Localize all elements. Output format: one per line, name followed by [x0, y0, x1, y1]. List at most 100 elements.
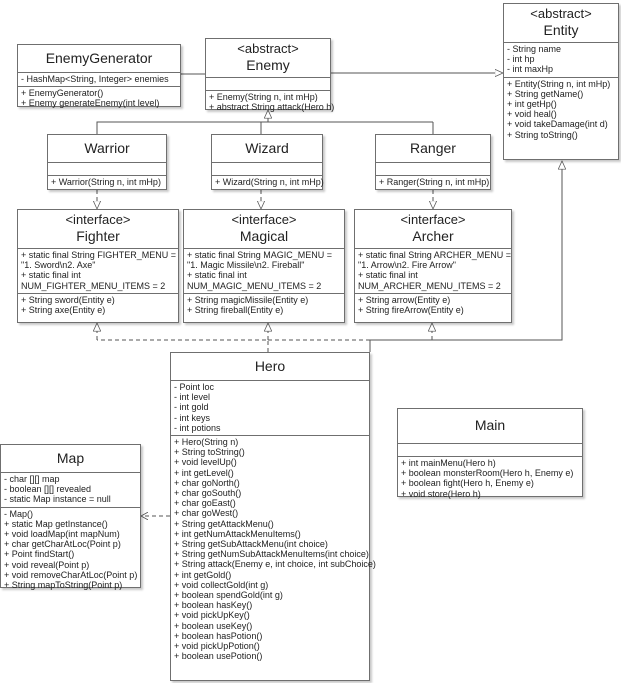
class-entity-operation-row: + Entity(String n, int mHp) — [507, 78, 611, 89]
class-archer-operation-row: + String arrow(Entity e) — [358, 294, 451, 305]
class-hero[interactable]: Hero - Point loc- int level- int gold- i… — [170, 352, 376, 681]
class-hero-operation-row: + int getLevel() — [174, 467, 234, 478]
class-enemy-operations: + Enemy(String n, int mHp)+ abstract Str… — [206, 91, 335, 114]
class-main-operations: + int mainMenu(Hero h)+ boolean monsterR… — [398, 457, 582, 501]
class-warrior-operations: + Warrior(String n, int mHp) — [48, 176, 166, 189]
class-hero-operation-row: + boolean hasPotion() — [174, 630, 263, 641]
class-map-attributes: - char [][] map- boolean [][] revealed- … — [1, 473, 140, 508]
class-map-operation-row: + Point findStart() — [4, 549, 75, 560]
class-magical-operation-row: + String magicMissile(Entity e) — [187, 294, 309, 305]
class-entity-operations: + Entity(String n, int mHp)+ String getN… — [504, 78, 618, 142]
class-main-operation-row: + boolean monsterRoom(Hero h, Enemy e) — [401, 468, 574, 479]
class-magical-attributes: + static final String MAGIC_MENU ="1. Ma… — [184, 249, 344, 294]
class-archer-operation-row: + String fireArrow(Entity e) — [358, 305, 464, 316]
class-enemy-stereotype: <abstract> — [237, 41, 299, 56]
class-ranger[interactable]: Ranger + Ranger(String n, int mHp) — [375, 134, 491, 190]
class-wizard-operations: + Wizard(String n, int mHp) — [212, 176, 324, 189]
class-enemygenerator-name: EnemyGenerator — [45, 50, 153, 66]
class-enemy-operation-row: + Enemy(String n, int mHp) — [209, 92, 318, 102]
class-enemygenerator-attributes: - HashMap<String, Integer> enemies — [18, 73, 180, 88]
class-map[interactable]: Map - char [][] map- boolean [][] reveal… — [0, 444, 141, 591]
class-hero-operation-row: + void levelUp() — [174, 457, 237, 468]
class-hero-operation-row: + void collectGold(int g) — [174, 579, 269, 590]
class-fighter-operation-row: + String sword(Entity e) — [21, 294, 115, 305]
class-enemygenerator[interactable]: EnemyGenerator - HashMap<String, Integer… — [17, 44, 181, 110]
class-hero-operation-row: + boolean hasKey() — [174, 600, 253, 611]
class-entity-header: <abstract> Entity — [504, 4, 618, 43]
class-entity-operation-row: + void heal() — [507, 109, 557, 120]
class-wizard[interactable]: Wizard + Wizard(String n, int mHp) — [211, 134, 324, 190]
class-hero-attribute-row: - int gold — [174, 402, 209, 413]
class-hero-operation-row: + int getNumAttackMenuItems() — [174, 528, 301, 539]
class-warrior-name: Warrior — [84, 140, 130, 156]
class-enemygenerator-operations: + EnemyGenerator()+ Enemy generateEnemy(… — [18, 87, 180, 110]
class-hero-operation-row: + char goSouth() — [174, 488, 242, 499]
class-hero-operation-row: + boolean spendGold(int g) — [174, 590, 283, 601]
class-archer-operations: + String arrow(Entity e)+ String fireArr… — [355, 294, 511, 317]
class-ranger-attributes — [376, 163, 490, 176]
class-main-operation-row: + int mainMenu(Hero h) — [401, 458, 496, 468]
class-enemygenerator-header: EnemyGenerator — [18, 45, 180, 73]
class-archer[interactable]: <interface> Archer + static final String… — [354, 209, 512, 323]
class-map-attribute-row: - boolean [][] revealed — [4, 484, 92, 495]
class-fighter-operations: + String sword(Entity e)+ String axe(Ent… — [18, 294, 178, 317]
class-main-operation-row: + boolean fight(Hero h, Enemy e) — [401, 478, 534, 489]
class-magical-attribute-row: NUM_MAGIC_MENU_ITEMS = 2 — [187, 280, 322, 291]
subclasses-enemy-generalization — [96, 121, 434, 134]
class-warrior-attributes — [48, 163, 166, 176]
class-archer-attribute-row: + static final String ARCHER_MENU = — [358, 250, 512, 260]
class-entity[interactable]: <abstract> Entity - String name- int hp-… — [503, 3, 619, 160]
class-enemygenerator-operation-row: + EnemyGenerator() — [21, 88, 104, 99]
class-fighter-attribute-row: + static final int — [21, 270, 81, 281]
class-enemy[interactable]: <abstract> Enemy + Enemy(String n, int m… — [205, 38, 334, 112]
class-map-operation-row: + static Map getInstance() — [4, 518, 108, 529]
class-hero-attribute-row: - int level — [174, 392, 211, 403]
class-hero-operation-row: + void pickUpKey() — [174, 610, 250, 621]
class-ranger-operation-row: + Ranger(String n, int mHp) — [379, 177, 490, 187]
class-wizard-name: Wizard — [245, 140, 289, 156]
class-fighter-attribute-row: NUM_FIGHTER_MENU_ITEMS = 2 — [21, 280, 166, 291]
class-main-attributes — [398, 444, 582, 457]
class-main[interactable]: Main + int mainMenu(Hero h)+ boolean mon… — [397, 408, 583, 499]
class-map-name: Map — [56, 450, 85, 466]
class-hero-operation-row: + char goWest() — [174, 508, 239, 519]
class-hero-operation-row: + boolean usePotion() — [174, 651, 263, 662]
class-hero-operation-row: + int getGold() — [174, 569, 232, 580]
class-map-attribute-row: - char [][] map — [4, 474, 60, 484]
class-entity-operation-row: + String toString() — [507, 129, 578, 140]
class-map-operation-row: + void reveal(Point p) — [4, 559, 90, 570]
class-enemy-operation-row: + abstract String attack(Hero h) — [209, 102, 335, 113]
class-main-operation-row: + void store(Hero h) — [401, 488, 481, 499]
class-hero-operation-row: + String getNumSubAttackMenuItems(int ch… — [174, 549, 369, 560]
class-map-attribute-row: - static Map instance = null — [4, 494, 111, 505]
class-wizard-attributes — [212, 163, 322, 176]
class-hero-operation-row: + String getSubAttackMenu(int choice) — [174, 539, 328, 550]
class-warrior[interactable]: Warrior + Warrior(String n, int mHp) — [47, 134, 167, 190]
class-hero-name: Hero — [254, 358, 286, 374]
class-hero-attributes: - Point loc- int level- int gold- int ke… — [171, 381, 369, 437]
class-hero-operation-row: + void pickUpPotion() — [174, 641, 260, 652]
class-archer-attribute-row: NUM_ARCHER_MENU_ITEMS = 2 — [358, 280, 501, 291]
class-fighter-stereotype: <interface> — [65, 212, 131, 227]
class-fighter-attribute-row: + static final String FIGHTER_MENU = — [21, 250, 177, 260]
class-main-name: Main — [474, 417, 506, 433]
class-hero-operation-row: + String attack(Enemy e, int choice, int… — [174, 559, 376, 570]
class-map-operation-row: - Map() — [4, 508, 33, 519]
class-magical-operation-row: + String fireball(Entity e) — [187, 305, 284, 316]
class-map-operation-row: + String mapToString(Point p) — [4, 580, 123, 591]
class-entity-operation-row: + void takeDamage(int d) — [507, 119, 608, 130]
class-hero-operation-row: + String getAttackMenu() — [174, 518, 274, 529]
class-archer-attribute-row: "1. Arrow\n2. Fire Arrow" — [358, 260, 456, 271]
class-magical[interactable]: <interface> Magical + static final Strin… — [183, 209, 345, 323]
class-entity-attribute-row: - String name — [507, 44, 562, 54]
class-hero-operation-row: + String toString() — [174, 447, 245, 458]
class-hero-header: Hero — [171, 353, 369, 381]
class-main-header: Main — [398, 409, 582, 444]
class-archer-header: <interface> Archer — [355, 210, 511, 249]
class-entity-operation-row: + String getName() — [507, 88, 584, 99]
hero-entity-generalization — [369, 161, 562, 352]
class-map-operation-row: + char getCharAtLoc(Point p) — [4, 539, 121, 550]
class-fighter[interactable]: <interface> Fighter + static final Strin… — [17, 209, 179, 323]
hero-interfaces-realization — [97, 339, 432, 352]
